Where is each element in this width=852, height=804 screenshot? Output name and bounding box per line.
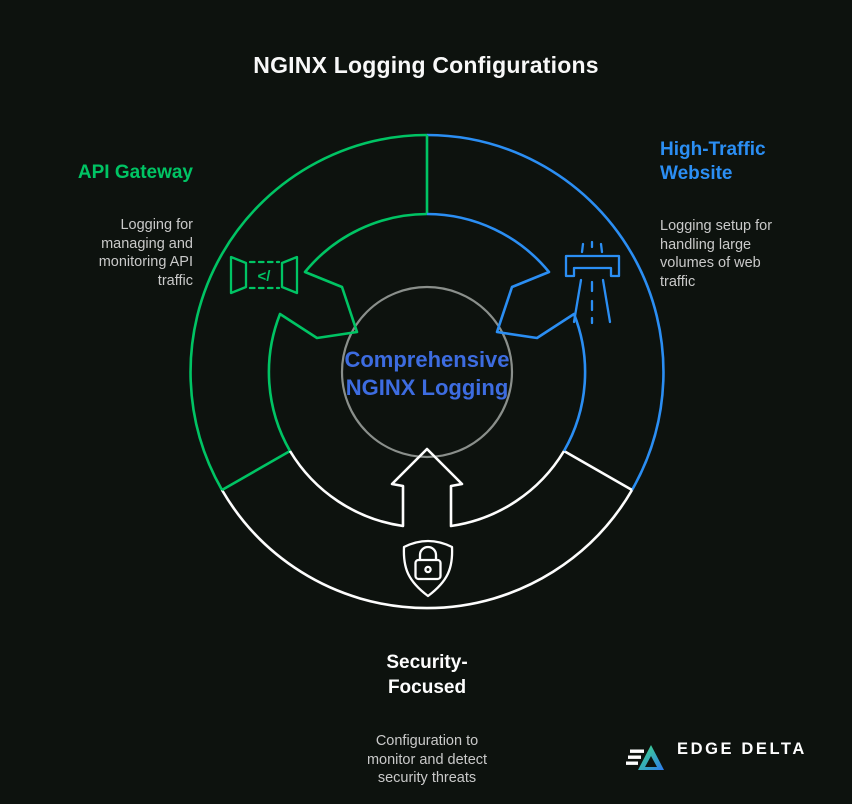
edge-delta-delta-icon (626, 745, 664, 770)
api-gateway-description: Logging for managing and monitoring API … (98, 217, 193, 289)
security-label-block: Security- Focused Configuration to monit… (327, 632, 527, 804)
code-glyph: </ (258, 268, 272, 285)
security-heading: Security- Focused (386, 652, 468, 698)
highway-icon (564, 240, 621, 325)
api-gateway-heading: API Gateway (77, 162, 193, 183)
outer-arc-security (220, 489, 634, 610)
high-traffic-label-block: High-Traffic Website Logging setup for h… (660, 120, 820, 309)
blue-inward-arrow (426, 212, 587, 452)
api-gateway-icon: </ (229, 255, 299, 295)
edge-delta-logo: EDGE DELTA (626, 740, 807, 759)
center-hub-label: Comprehensive NGINX Logging (344, 347, 510, 400)
outer-arc-api-gateway (189, 133, 428, 491)
divider-lower-left (221, 449, 291, 492)
high-traffic-description: Logging setup for handling large volumes… (660, 218, 773, 290)
api-gateway-label-block: API Gateway Logging for managing and mon… (40, 143, 193, 308)
logo-wordmark: EDGE DELTA (677, 740, 807, 758)
outer-arc-high-traffic (426, 133, 665, 491)
center-hub-circle (340, 285, 514, 459)
divider-lower-right (563, 449, 633, 492)
white-inward-arrow (288, 447, 566, 528)
shield-lock-icon (402, 539, 454, 598)
security-description: Configuration to monitor and detect secu… (366, 733, 488, 786)
page-title: NGINX Logging Configurations (253, 52, 599, 78)
high-traffic-heading: High-Traffic Website (660, 139, 766, 184)
green-inward-arrow (267, 212, 428, 452)
